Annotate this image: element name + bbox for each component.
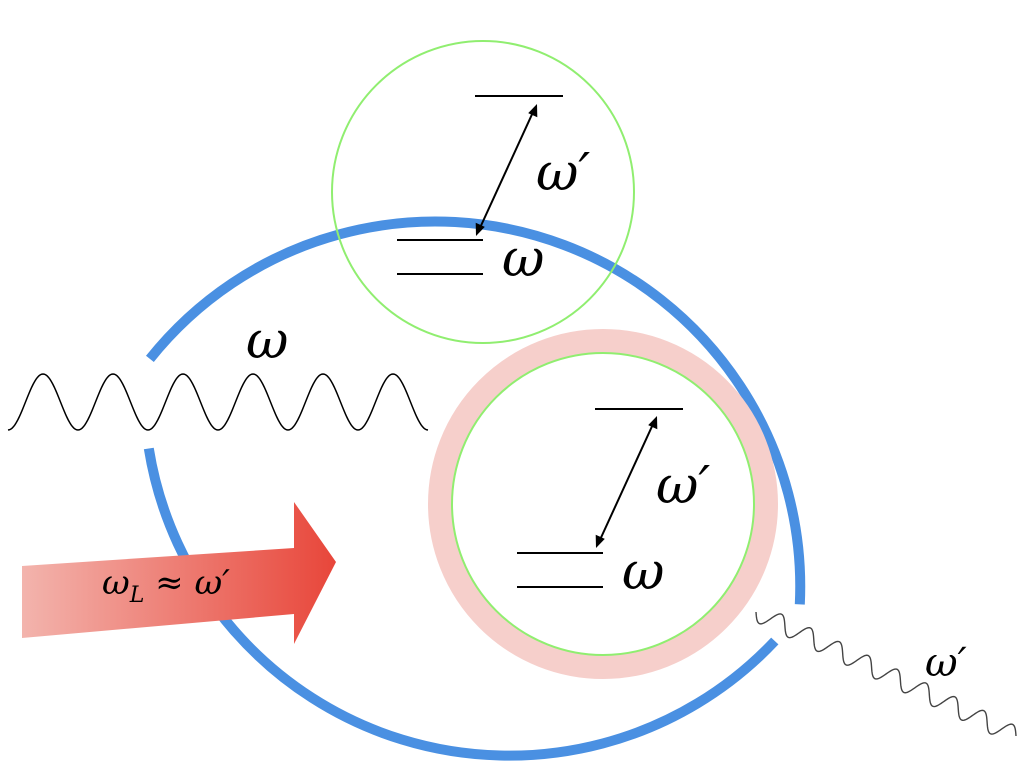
atom-bottom-glow — [428, 329, 778, 679]
laser-arrow: ωL ≈ ω′ — [22, 502, 336, 644]
atom-bottom-transition-arrow — [598, 421, 655, 543]
laser-label: ωL ≈ ω′ — [102, 563, 230, 608]
atom-top-lower-label: ω — [502, 229, 544, 289]
atom-top-circle — [331, 40, 635, 344]
atom-top-arrowhead-down — [475, 222, 485, 236]
input-wave: ω — [7, 311, 429, 431]
output-wave: ω′ — [755, 611, 1017, 737]
output-wave-label: ω′ — [925, 640, 967, 686]
atom-bottom-arrowhead-down — [595, 534, 605, 548]
atom-bottom: ω′ ω — [428, 329, 778, 679]
atom-top: ω′ ω — [331, 40, 635, 344]
input-wave-label: ω — [246, 311, 288, 371]
laser-arrow-shape — [22, 502, 336, 644]
atom-bottom-lower-label: ω — [622, 542, 664, 602]
atom-top-arrowhead-up — [528, 104, 538, 118]
laser-label-sub: L — [129, 583, 145, 608]
atom-top-transition-arrow — [478, 109, 535, 231]
atom-bottom-arrowhead-up — [648, 416, 658, 430]
atom-bottom-circle — [451, 352, 755, 656]
input-wave-path — [7, 373, 429, 431]
laser-label-rest: ≈ ω′ — [144, 563, 230, 603]
laser-label-omega: ω — [102, 563, 130, 603]
output-wave-path — [755, 611, 1017, 737]
atom-top-upper-label: ω′ — [536, 143, 590, 203]
atom-bottom-upper-label: ω′ — [656, 456, 710, 516]
